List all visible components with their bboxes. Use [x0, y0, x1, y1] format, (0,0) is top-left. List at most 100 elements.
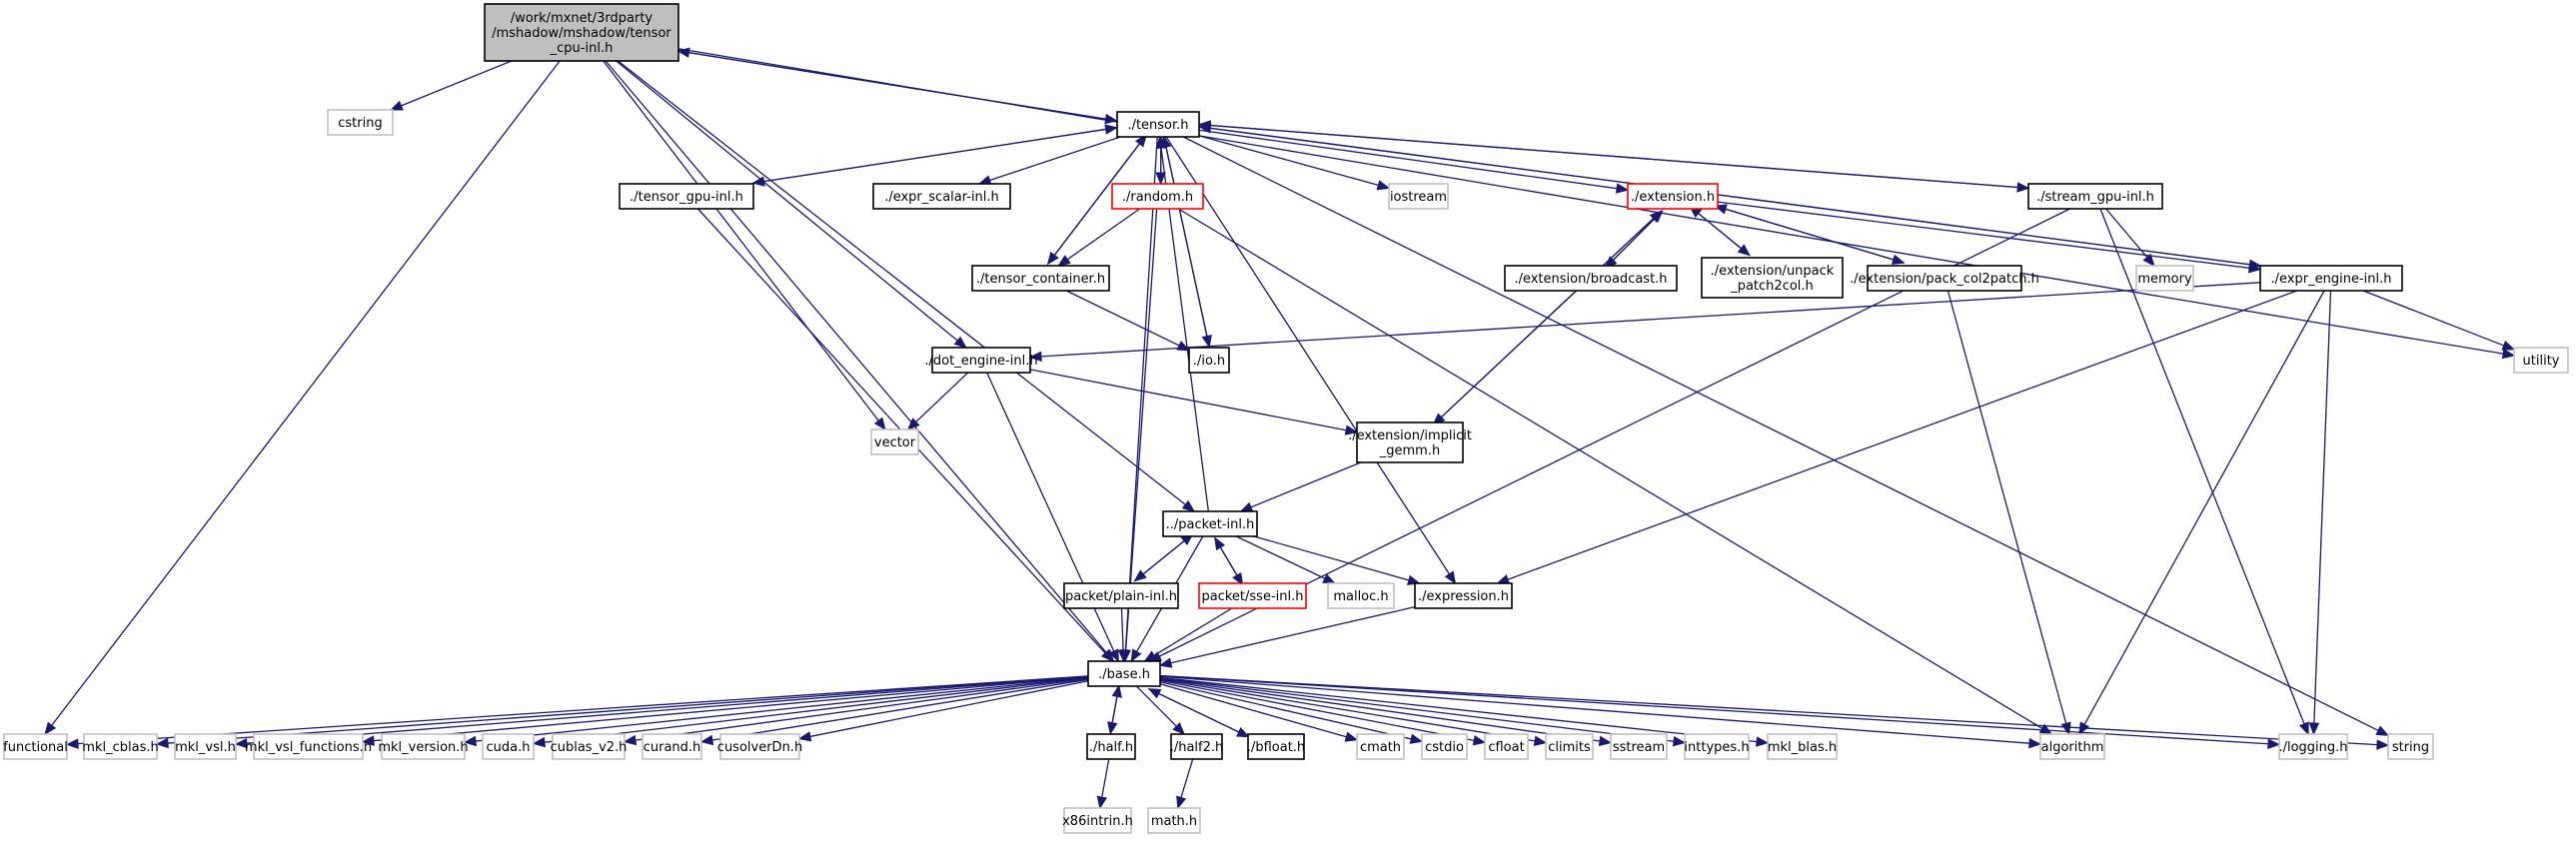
arrowhead-base-to-cstdio: [1410, 735, 1422, 744]
node-bfloat[interactable]: ./bfloat.h: [1247, 734, 1305, 759]
node-expr-engine[interactable]: ./expr_engine-inl.h: [2260, 266, 2402, 291]
node-ext-implicit[interactable]: ./extension/implicit_gemm.h: [1348, 423, 1472, 462]
node-memory: memory: [2136, 266, 2193, 291]
node-dot-engine[interactable]: ./dot_engine-inl.h: [924, 348, 1037, 373]
node-label: _gemm.h: [1379, 443, 1440, 458]
node-label: ./dot_engine-inl.h: [924, 354, 1037, 369]
node-label: ./io.h: [1193, 354, 1225, 369]
node-expr-scalar[interactable]: ./expr_scalar-inl.h: [873, 184, 1010, 209]
node-label: malloc.h: [1333, 589, 1388, 604]
edge-tensor_container-to-io: [1066, 291, 1179, 346]
arrowhead-expr_engine-to-utility: [2502, 342, 2514, 350]
node-packet-sse[interactable]: packet/sse-inl.h: [1199, 583, 1306, 608]
node-extension[interactable]: ./extension.h: [1628, 184, 1718, 209]
node-root[interactable]: /work/mxnet/3rdparty/mshadow/mshadow/ten…: [485, 4, 678, 61]
node-tensor[interactable]: ./tensor.h: [1117, 112, 1199, 137]
edge-base-to-mkl_vsl_functions: [374, 677, 1088, 741]
node-label: sstream: [1613, 740, 1665, 755]
node-packet[interactable]: ../packet-inl.h: [1163, 511, 1257, 536]
node-mkl-vsl: mkl_vsl.h: [175, 734, 236, 759]
arrowhead-half2-to-math: [1177, 796, 1186, 808]
edge-root-to-vector: [604, 61, 878, 421]
node-label: ./tensor_container.h: [976, 272, 1105, 287]
node-string: string: [2388, 734, 2433, 759]
edge-packet_sse-to-base: [1154, 608, 1232, 655]
edge-tensor-to-root: [688, 53, 1116, 121]
node-tensor-gpu[interactable]: ./tensor_gpu-inl.h: [620, 184, 753, 209]
node-sstream: sstream: [1611, 734, 1667, 759]
node-stream-gpu[interactable]: ./stream_gpu-inl.h: [2028, 184, 2162, 209]
edge-expr_engine-to-dot_engine: [1041, 283, 2260, 357]
arrowhead-bfloat-to-base: [1149, 689, 1161, 698]
edge-root-to-functional: [52, 61, 560, 725]
arrowhead-base-to-logging: [2268, 739, 2279, 748]
node-label: mkl_vsl.h: [175, 740, 236, 755]
edge-packet_sse-to-packet: [1220, 547, 1242, 585]
arrowhead-base-to-string: [2377, 740, 2388, 749]
arrowhead-base-to-cfloat: [1473, 736, 1485, 745]
arrowhead-root-to-functional: [45, 723, 55, 734]
edge-packet_plain-to-packet: [1135, 541, 1185, 581]
arrowhead-root-to-cstring: [391, 102, 403, 110]
node-label: ./expression.h: [1418, 589, 1509, 604]
node-label: ./extension/unpack: [1711, 264, 1835, 279]
node-label: mkl_blas.h: [1768, 740, 1837, 755]
node-tensor-container[interactable]: ./tensor_container.h: [972, 266, 1109, 291]
node-label: ./tensor_gpu-inl.h: [630, 190, 743, 205]
edge-bfloat-to-base: [1159, 693, 1249, 736]
arrowhead-ext_pack-to-algorithm: [2061, 722, 2070, 734]
node-half[interactable]: ./half.h: [1087, 734, 1135, 759]
arrowhead-root-to-utility: [2502, 350, 2514, 359]
edge-packet-to-malloc: [1236, 536, 1325, 578]
node-label: math.h: [1151, 814, 1197, 829]
edge-half2-to-math: [1181, 759, 1193, 797]
arrowhead-expr_engine-to-logging: [2309, 723, 2318, 734]
node-expression[interactable]: ./expression.h: [1415, 583, 1512, 608]
arrowhead-tensor_gpu-to-tensor: [1105, 125, 1117, 134]
node-ext-broadcast[interactable]: ./extension/broadcast.h: [1505, 266, 1677, 291]
arrowhead-tensor-to-string: [2376, 726, 2388, 735]
arrowhead-root-to-packet: [1183, 501, 1194, 511]
node-label: ./expr_engine-inl.h: [2271, 272, 2392, 287]
node-label: _cpu-inl.h: [550, 41, 614, 56]
arrowhead-tensor-to-expression: [1446, 571, 1456, 583]
node-label: inttypes.h: [1684, 740, 1749, 755]
arrowhead-packet_sse-to-packet: [1215, 538, 1224, 550]
node-ext-pack[interactable]: ./extension/pack_col2patch.h: [1850, 266, 2039, 291]
arrowhead-tensor-to-iostream: [1377, 181, 1389, 190]
arrowhead-base-to-sstream: [1599, 737, 1611, 746]
node-label: /mshadow/mshadow/tensor: [492, 26, 671, 41]
arrowhead-base-to-climits: [1534, 736, 1546, 745]
node-base[interactable]: ./base.h: [1088, 661, 1160, 686]
edge-random-to-tensor_container: [1067, 209, 1139, 260]
arrowhead-root-to-vector: [875, 419, 885, 429]
node-mkl-vsl-functions: mkl_vsl_functions.h: [245, 734, 372, 759]
node-ext-unpack[interactable]: ./extension/unpack_patch2col.h: [1702, 258, 1843, 298]
node-functional: functional: [3, 734, 68, 759]
node-mkl-version: mkl_version.h: [378, 734, 468, 759]
node-io[interactable]: ./io.h: [1189, 348, 1229, 373]
node-cstdio: cstdio: [1422, 734, 1467, 759]
node-malloc: malloc.h: [1328, 583, 1394, 608]
arrowhead-random-to-tensor_container: [1058, 256, 1070, 266]
node-label: cfloat: [1488, 740, 1524, 755]
node-half2[interactable]: ./half2.h: [1170, 734, 1224, 759]
node-label: vector: [874, 435, 916, 450]
edge-root-to-cstring: [401, 61, 511, 106]
arrowhead-half-to-x86intrin: [1097, 796, 1106, 808]
edge-expr_engine-to-logging: [2314, 291, 2331, 723]
node-label: functional: [3, 740, 68, 755]
node-cublas-v2: cublas_v2.h: [551, 734, 628, 759]
edge-io-to-tensor: [1166, 147, 1209, 347]
node-utility: utility: [2514, 348, 2568, 373]
node-label: cstdio: [1425, 740, 1464, 755]
edge-base-to-cublas_v2: [636, 678, 1088, 740]
edge-ext_implicit-to-packet: [1251, 462, 1361, 507]
node-label: ./random.h: [1122, 190, 1193, 205]
node-label: ./half.h: [1089, 740, 1133, 755]
arrowhead-base-to-mkl_blas: [1757, 737, 1768, 746]
node-random[interactable]: ./random.h: [1112, 184, 1203, 209]
node-packet-plain[interactable]: packet/plain-inl.h: [1064, 583, 1178, 608]
